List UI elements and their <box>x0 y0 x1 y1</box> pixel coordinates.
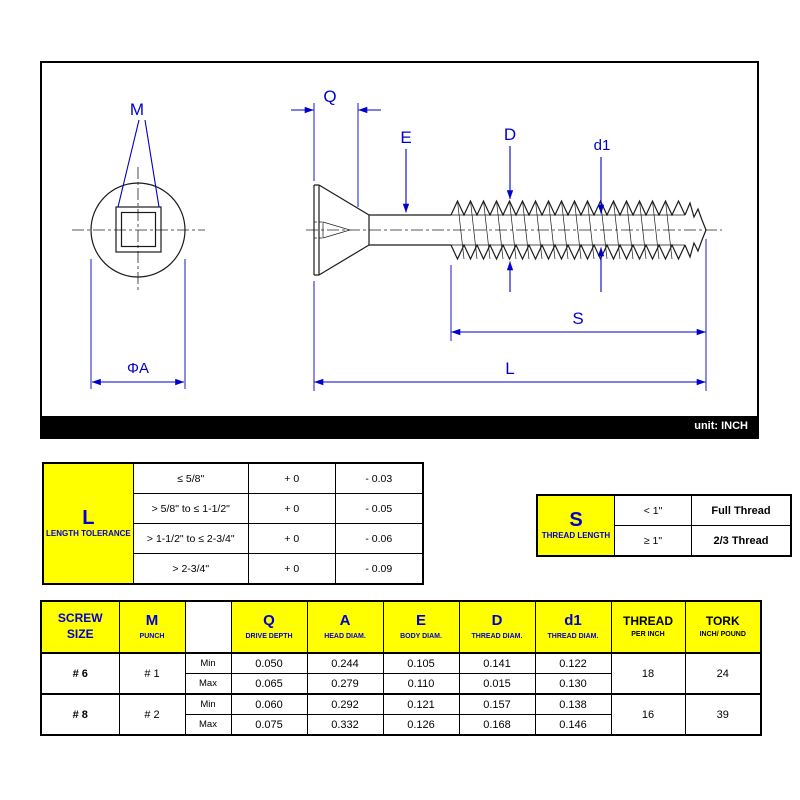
spec-value-cell: 0.126 <box>382 714 460 736</box>
header-thread-per-inch: THREAD PER INCH <box>610 600 686 654</box>
spec-value-cell: 0.141 <box>458 652 536 674</box>
max-label-cell: Max <box>184 673 232 695</box>
thread-per-inch-cell: 16 <box>610 693 686 736</box>
tolerance-range-cell: > 1-1/2" to ≤ 2-3/4" <box>132 523 249 554</box>
spec-value-cell: 0.146 <box>534 714 612 736</box>
spec-value-cell: 0.050 <box>230 652 308 674</box>
tolerance-minus-cell: - 0.09 <box>334 553 424 585</box>
dim-label-m: M <box>130 100 144 119</box>
spec-value-cell: 0.332 <box>306 714 384 736</box>
spec-value-cell: 0.065 <box>230 673 308 695</box>
dim-label-phi-a: ΦA <box>127 360 149 377</box>
tolerance-minus-cell: - 0.03 <box>334 462 424 494</box>
thread-condition-cell: ≥ 1" <box>614 525 692 557</box>
min-label-cell: Min <box>184 693 232 715</box>
screw-side-view <box>313 184 707 276</box>
spec-value-cell: 0.015 <box>458 673 536 695</box>
screw-head-top-view <box>90 182 186 278</box>
spec-row-8-min: # 8 # 2 Min 0.060 0.292 0.121 0.157 0.13… <box>40 693 762 736</box>
center-lines <box>72 167 722 293</box>
dimension-lines <box>90 103 707 391</box>
dim-label-e: E <box>400 128 411 147</box>
spec-value-cell: 0.292 <box>306 693 384 715</box>
punch-cell: # 2 <box>118 693 186 736</box>
length-tolerance-subtitle: LENGTH TOLERANCE <box>46 528 131 538</box>
screw-technical-drawing: M Q E D d1 ΦA S L <box>72 87 722 391</box>
header-tork: TORK INCH/ POUND <box>684 600 762 654</box>
spec-value-cell: 0.157 <box>458 693 536 715</box>
spec-row-6-min: # 6 # 1 Min 0.050 0.244 0.105 0.141 0.12… <box>40 652 762 695</box>
spec-value-cell: 0.279 <box>306 673 384 695</box>
spec-value-cell: 0.130 <box>534 673 612 695</box>
table-row: > 1-1/2" to ≤ 2-3/4" + 0 - 0.06 <box>43 523 424 554</box>
length-tolerance-header-cell: L LENGTH TOLERANCE <box>42 462 134 585</box>
tolerance-range-cell: ≤ 5/8" <box>132 462 249 494</box>
spec-value-cell: 0.244 <box>306 652 384 674</box>
tolerance-minus-cell: - 0.06 <box>334 523 424 554</box>
spec-header-row: SCREW SIZE M PUNCH Q DRIVE DEPTH A HEAD … <box>40 600 762 654</box>
table-row: L LENGTH TOLERANCE ≤ 5/8" + 0 - 0.03 <box>42 462 424 585</box>
dim-label-s: S <box>572 309 583 328</box>
header-e-body-diam: E BODY DIAM. <box>382 600 460 654</box>
spec-value-cell: 0.075 <box>230 714 308 736</box>
table-row: > 5/8" to ≤ 1-1/2" + 0 - 0.05 <box>43 493 424 524</box>
square-drive-inner <box>120 211 157 248</box>
tork-cell: 24 <box>684 652 762 695</box>
spec-value-cell: 0.060 <box>230 693 308 715</box>
tork-cell: 39 <box>684 693 762 736</box>
max-label-cell: Max <box>184 714 232 736</box>
header-a-head-diam: A HEAD DIAM. <box>306 600 384 654</box>
screw-size-cell: # 6 <box>40 652 120 695</box>
dim-label-l: L <box>505 359 514 378</box>
technical-drawing-box: M Q E D d1 ΦA S L unit: INCH <box>40 61 759 439</box>
dim-label-d1: d1 <box>594 137 611 154</box>
dim-label-d: D <box>504 125 516 144</box>
punch-cell: # 1 <box>118 652 186 695</box>
thread-length-subtitle: THREAD LENGTH <box>541 530 611 540</box>
tolerance-minus-cell: - 0.05 <box>334 493 424 524</box>
thread-per-inch-cell: 18 <box>610 652 686 695</box>
length-tolerance-table: L LENGTH TOLERANCE ≤ 5/8" + 0 - 0.03 > 5… <box>42 462 424 585</box>
header-blank <box>184 600 232 654</box>
tolerance-plus-cell: + 0 <box>247 553 336 585</box>
spec-value-cell: 0.122 <box>534 652 612 674</box>
spec-value-cell: 0.121 <box>382 693 460 715</box>
tolerance-range-cell: > 2-3/4" <box>132 553 249 585</box>
table-row: > 2-3/4" + 0 - 0.09 <box>43 553 424 585</box>
spec-row-8-max: Max 0.075 0.332 0.126 0.168 0.146 <box>41 714 761 736</box>
length-tolerance-title: L <box>82 506 95 529</box>
spec-value-cell: 0.110 <box>382 673 460 695</box>
thread-value-cell: 2/3 Thread <box>691 525 792 557</box>
screw-size-cell: # 8 <box>40 693 120 736</box>
thread-length-title: S <box>569 508 583 531</box>
spec-value-cell: 0.168 <box>458 714 536 736</box>
header-m-punch: M PUNCH <box>118 600 186 654</box>
spec-value-cell: 0.138 <box>534 693 612 715</box>
dim-label-q: Q <box>323 87 336 106</box>
drive-recess-section <box>322 221 352 239</box>
header-d-thread-diam: D THREAD DIAM. <box>458 600 536 654</box>
unit-bar: unit: INCH <box>42 416 757 437</box>
header-q-drive-depth: Q DRIVE DEPTH <box>230 600 308 654</box>
screw-tip <box>684 201 707 231</box>
thread-length-header-cell: S THREAD LENGTH <box>536 494 615 557</box>
table-row: ≥ 1" 2/3 Thread <box>537 525 792 557</box>
header-d1-thread-diam: d1 THREAD DIAM. <box>534 600 612 654</box>
spec-value-cell: 0.105 <box>382 652 460 674</box>
spec-row-6-max: Max 0.065 0.279 0.110 0.015 0.130 <box>41 673 761 695</box>
tolerance-plus-cell: + 0 <box>247 493 336 524</box>
square-drive-outer <box>115 206 162 253</box>
spec-table: SCREW SIZE M PUNCH Q DRIVE DEPTH A HEAD … <box>40 600 762 736</box>
header-screw-size: SCREW SIZE <box>40 600 120 654</box>
table-row: S THREAD LENGTH < 1" Full Thread <box>536 494 792 557</box>
thread-condition-cell: < 1" <box>614 494 692 526</box>
unit-label: unit: INCH <box>694 420 748 432</box>
thread-length-table: S THREAD LENGTH < 1" Full Thread ≥ 1" 2/… <box>536 494 792 557</box>
min-label-cell: Min <box>184 652 232 674</box>
tolerance-range-cell: > 5/8" to ≤ 1-1/2" <box>132 493 249 524</box>
tolerance-plus-cell: + 0 <box>247 462 336 494</box>
tolerance-plus-cell: + 0 <box>247 523 336 554</box>
thread-value-cell: Full Thread <box>691 494 792 526</box>
